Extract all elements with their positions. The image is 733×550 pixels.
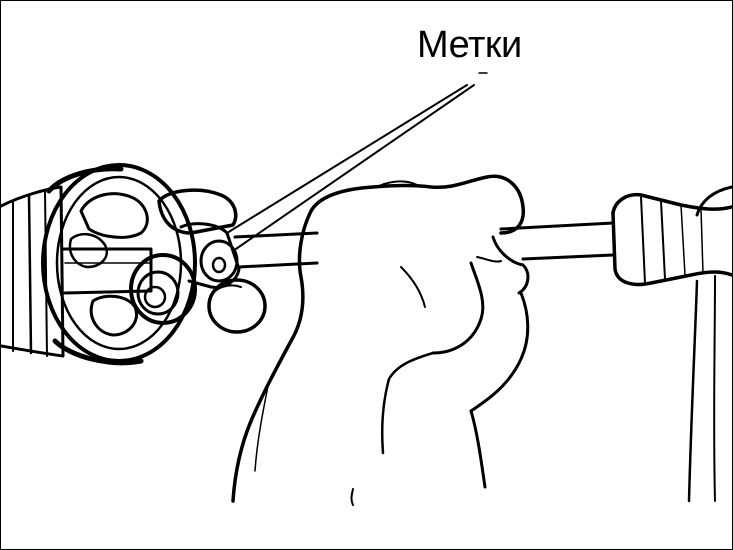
hand-icon: [231, 174, 530, 506]
callout-leader-lines: [226, 72, 488, 252]
screwdriver-icon: [233, 185, 732, 503]
cv-joint-icon: [1, 163, 267, 366]
marks-callout-label: Метки: [417, 24, 522, 66]
